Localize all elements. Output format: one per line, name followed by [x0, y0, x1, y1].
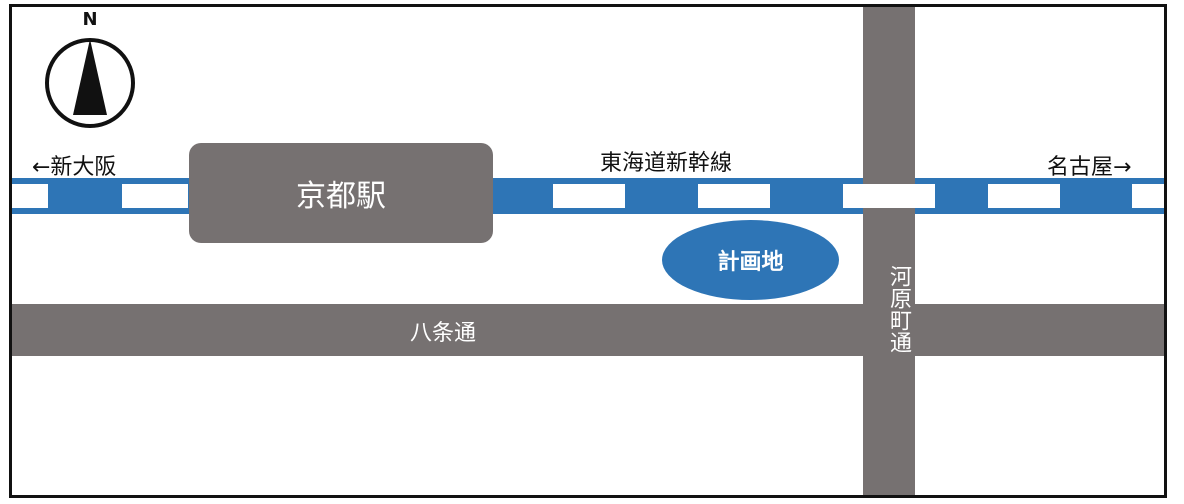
kawaramachi-dori-label: 河原町通	[886, 265, 911, 353]
shinkansen-rail-line	[12, 178, 1164, 214]
kawaramachi-dori-road	[843, 7, 935, 495]
compass-north-label: N	[82, 9, 98, 30]
rail-dash	[698, 184, 770, 208]
hachijo-dori-label: 八条通	[410, 321, 477, 346]
map-frame: 八条通 河原町通 ←新大阪 東海道新幹線 名古屋→ 京都駅 計画地 N	[9, 4, 1167, 498]
nagoya-direction-label: 名古屋→	[1047, 155, 1132, 180]
planned-site-label: 計画地	[717, 250, 784, 275]
rail-dash	[1132, 184, 1164, 208]
rail-dash	[843, 184, 935, 208]
kyoto-station: 京都駅	[189, 143, 493, 243]
shin-osaka-direction-label: ←新大阪	[32, 155, 117, 180]
compass-rose-icon	[45, 38, 135, 128]
rail-dash	[122, 184, 188, 208]
rail-dash	[988, 184, 1060, 208]
shinkansen-line-label: 東海道新幹線	[600, 151, 733, 176]
rail-dash	[12, 184, 48, 208]
rail-dash	[553, 184, 625, 208]
kyoto-station-label: 京都駅	[296, 179, 386, 214]
planned-site-marker: 計画地	[662, 220, 839, 300]
hachijo-dori-road	[12, 304, 1164, 356]
compass-north-arrow-icon: N	[40, 9, 140, 129]
